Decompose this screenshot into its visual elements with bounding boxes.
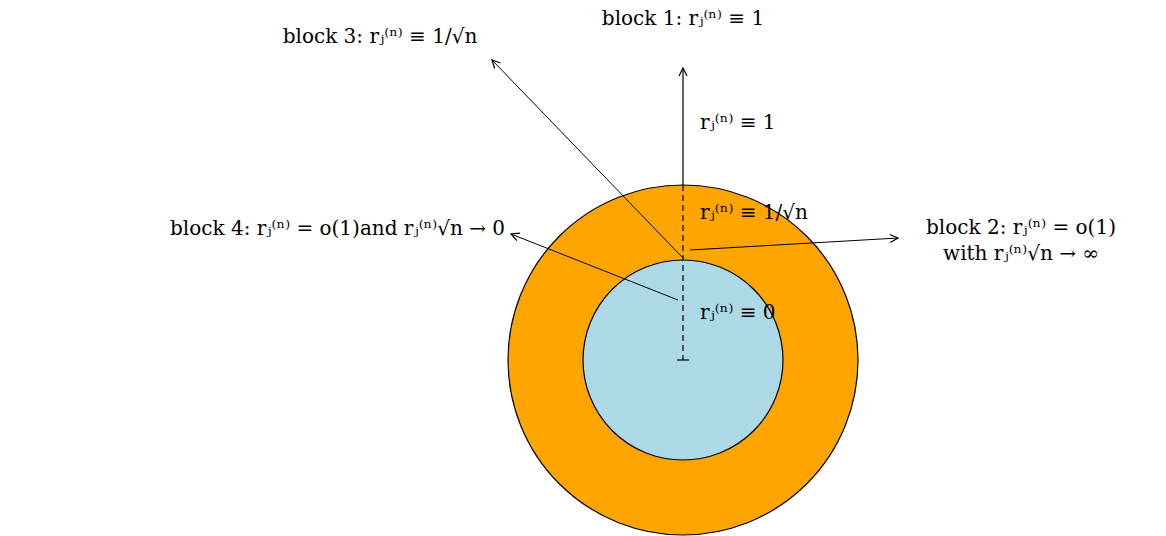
block-label: block 1: rⱼ⁽ⁿ⁾ ≡ 1 — [602, 5, 764, 31]
radius-label: rⱼ⁽ⁿ⁾ ≡ 1 — [700, 109, 776, 135]
outer-arrow — [682, 68, 683, 185]
radius-label: rⱼ⁽ⁿ⁾ ≡ 0 — [700, 299, 776, 325]
outer-disk — [508, 185, 858, 535]
radius-dashed — [682, 185, 683, 360]
leader-line — [511, 234, 678, 300]
radius-tick — [677, 359, 689, 360]
block-label: block 3: rⱼ⁽ⁿ⁾ ≡ 1/√n — [283, 23, 478, 49]
radius-label: rⱼ⁽ⁿ⁾ ≡ 1/√n — [700, 199, 808, 225]
leader-line — [492, 60, 683, 258]
block-label: block 4: rⱼ⁽ⁿ⁾ = o(1)and rⱼ⁽ⁿ⁾√n → 0 — [170, 215, 505, 241]
leader-line — [690, 238, 898, 250]
block-label: block 2: rⱼ⁽ⁿ⁾ = o(1) with rⱼ⁽ⁿ⁾√n → ∞ — [905, 214, 1137, 266]
